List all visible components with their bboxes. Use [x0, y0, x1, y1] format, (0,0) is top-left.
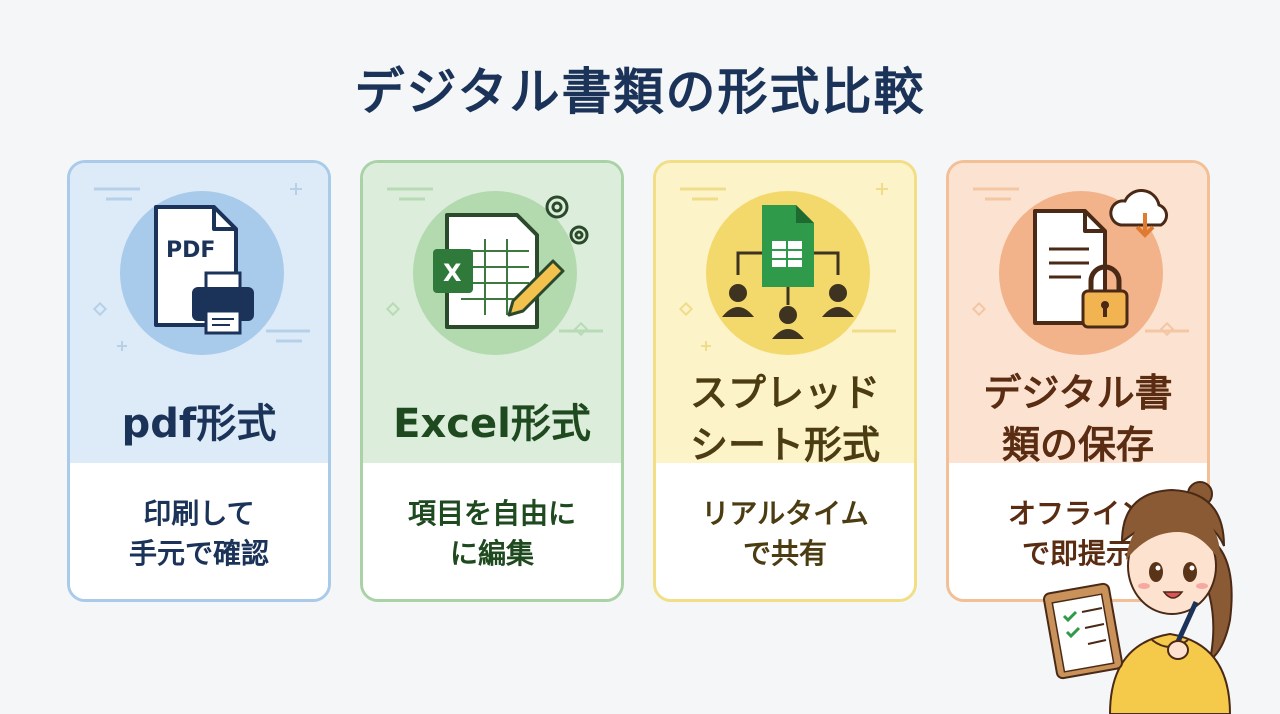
card-excel-description: 項目を自由に に編集 — [363, 463, 621, 599]
card-pdf: PDF pdf形式 印刷して 手元で確認 — [67, 160, 331, 602]
cloud-download-icon — [1109, 189, 1168, 238]
card-digital-storage-title: デジタル書 類の保存 — [983, 371, 1173, 467]
card-spreadsheet-header: スプレッド シート形式 — [656, 163, 914, 467]
page-title: デジタル書類の形式比較 — [354, 63, 926, 121]
excel-label: X — [443, 259, 462, 287]
gear-icon — [545, 195, 589, 245]
card-digital-storage-header: デジタル書 類の保存 — [949, 163, 1207, 467]
card-excel: X Excel形式 項目を自由に に編集 — [360, 160, 624, 602]
card-spreadsheet-description: リアルタイム で共有 — [656, 463, 914, 599]
people-icon — [722, 284, 854, 339]
excel-sheet-icon: X — [385, 187, 603, 355]
card-pdf-description: 印刷して 手元で確認 — [70, 463, 328, 599]
clipboard-icon — [1042, 582, 1124, 680]
pdf-label: PDF — [166, 238, 215, 263]
pdf-printer-icon: PDF — [92, 183, 310, 355]
girl-with-clipboard-icon — [1042, 481, 1233, 714]
card-spreadsheet-title: スプレッド シート形式 — [689, 371, 880, 467]
card-pdf-title: pdf形式 — [121, 401, 277, 447]
card-excel-header: X Excel形式 — [363, 163, 621, 463]
shared-spreadsheet-icon — [678, 183, 896, 355]
card-excel-title: Excel形式 — [393, 401, 591, 447]
card-spreadsheet: スプレッド シート形式 リアルタイム で共有 — [653, 160, 917, 602]
card-pdf-header: PDF pdf形式 — [70, 163, 328, 463]
locked-document-icon — [971, 187, 1189, 355]
